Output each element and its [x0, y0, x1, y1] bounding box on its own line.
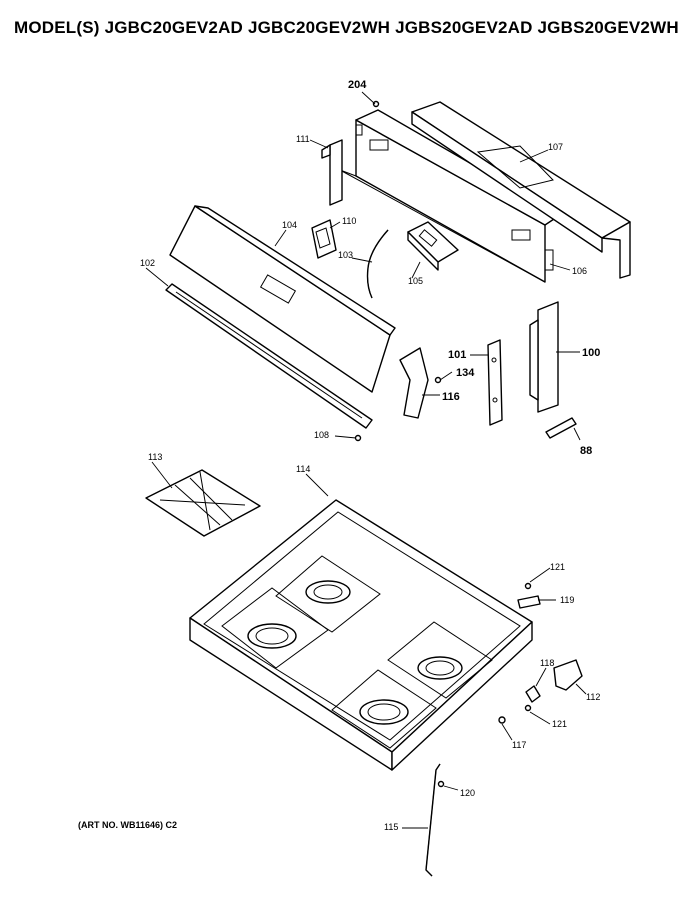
label-134: 134 [456, 367, 475, 379]
model-list-title: MODEL(S) JGBC20GEV2AD JGBC20GEV2WH JGBS2… [14, 18, 679, 37]
label-101: 101 [448, 349, 466, 361]
rod-115 [425, 763, 445, 877]
small-parts [354, 100, 583, 724]
label-110: 110 [342, 216, 356, 226]
label-204: 204 [348, 79, 367, 91]
part-110 [311, 219, 337, 259]
label-120: 120 [460, 788, 475, 798]
label-121-upper: 121 [550, 562, 565, 572]
art-number: (ART NO. WB11646) C2 [78, 820, 178, 830]
label-106: 106 [572, 266, 587, 276]
label-100: 100 [582, 347, 600, 359]
label-103: 103 [338, 250, 353, 260]
part-105 [407, 221, 459, 271]
part-labels: 204 111 107 110 104 102 103 105 106 100 … [140, 79, 600, 832]
leader-lines [145, 91, 587, 829]
label-121-lower: 121 [552, 719, 567, 729]
label-108: 108 [314, 430, 329, 440]
part-88 [545, 417, 577, 439]
label-117: 117 [512, 740, 526, 750]
label-114: 114 [296, 464, 310, 474]
label-88: 88 [580, 445, 592, 457]
label-107: 107 [548, 142, 563, 152]
label-116-upper: 116 [442, 391, 460, 403]
side-bracket-111 [321, 139, 343, 206]
label-102: 102 [140, 258, 155, 268]
label-119: 119 [560, 595, 574, 605]
label-112: 112 [586, 692, 600, 702]
backguard-top-cover [411, 101, 631, 279]
label-105: 105 [408, 276, 423, 286]
cooktop [189, 499, 533, 771]
label-111: 111 [296, 134, 310, 144]
wire-harness [366, 229, 389, 299]
side-bracket-100 [529, 301, 559, 413]
label-115: 115 [384, 822, 398, 832]
control-panel [169, 205, 396, 393]
burner-grate [145, 469, 261, 537]
label-104: 104 [282, 220, 297, 230]
side-bracket-101 [487, 339, 503, 426]
part-116-upper [399, 347, 429, 419]
trim-strip [165, 283, 373, 429]
label-113: 113 [148, 452, 162, 462]
label-118: 118 [540, 658, 554, 668]
